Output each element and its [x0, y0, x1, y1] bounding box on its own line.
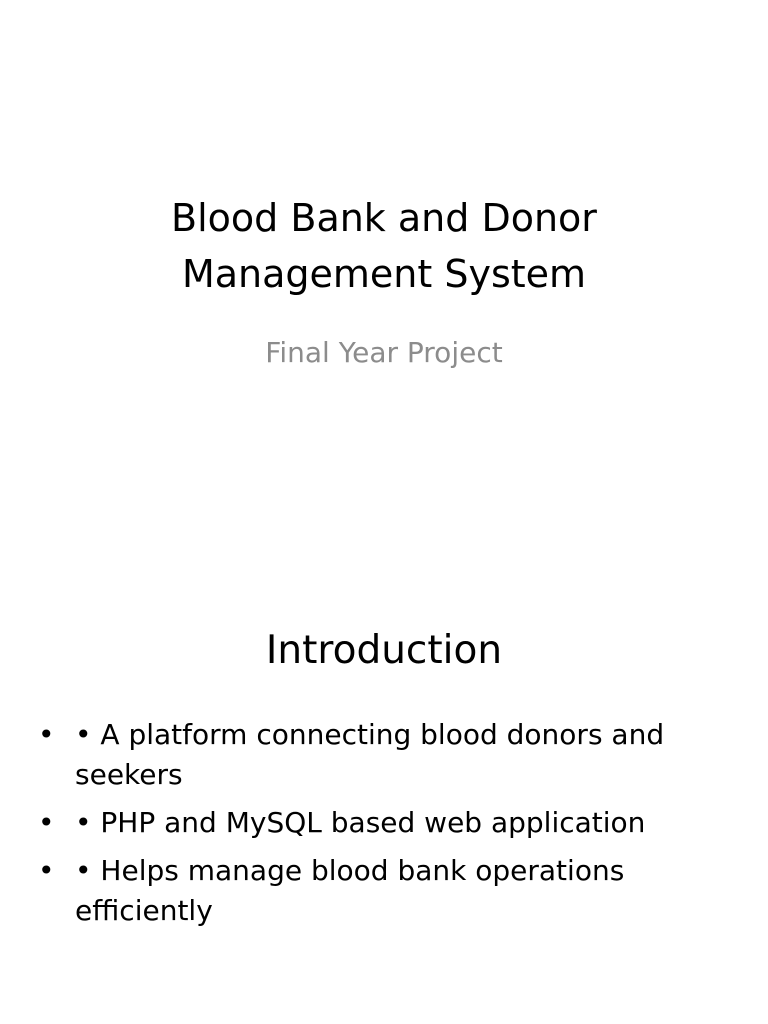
slide-title-line-2: Management System	[181, 252, 587, 296]
bullet-text: • Helps manage blood bank operations eff…	[75, 854, 625, 927]
slide-title: Blood Bank and Donor Management System	[0, 190, 768, 302]
bullet-item: • • A platform connecting blood donors a…	[38, 715, 738, 795]
introduction-title: Introduction	[265, 628, 503, 673]
slide-title-line-1: Blood Bank and Donor	[171, 196, 597, 240]
bullet-text: • A platform connecting blood donors and…	[75, 718, 665, 791]
slide-subtitle: Final Year Project	[265, 336, 503, 369]
bullet-marker: •	[38, 806, 55, 839]
bullet-list: • • A platform connecting blood donors a…	[38, 715, 738, 939]
bullet-item: • • PHP and MySQL based web application	[38, 803, 738, 843]
title-slide: Blood Bank and Donor Management System F…	[0, 190, 768, 369]
bullet-text: • PHP and MySQL based web application	[75, 806, 646, 839]
introduction-slide: Introduction • • A platform connecting b…	[0, 512, 768, 1024]
bullet-item: • • Helps manage blood bank operations e…	[38, 851, 738, 931]
bullet-marker: •	[38, 718, 55, 751]
bullet-marker: •	[38, 854, 55, 887]
